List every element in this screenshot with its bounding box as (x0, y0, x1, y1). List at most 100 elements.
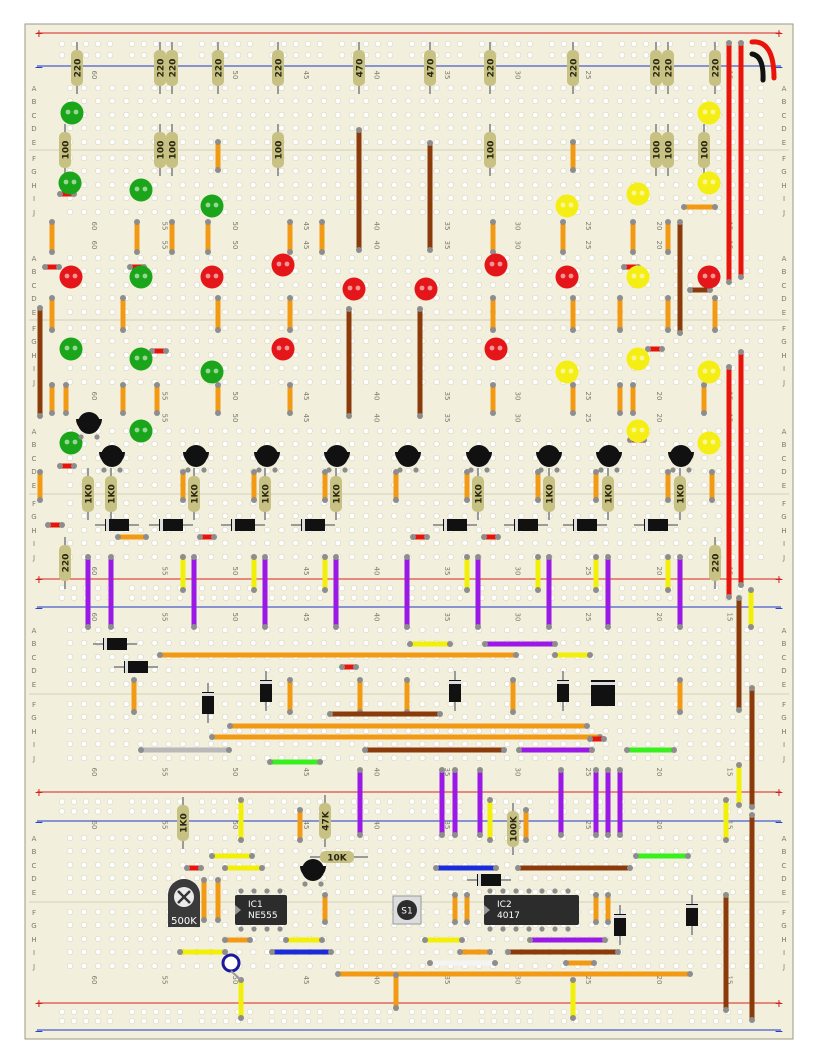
terminal-hole (151, 908, 158, 916)
terminal-hole (306, 467, 313, 475)
rail-hole (338, 52, 346, 59)
terminal-hole (193, 124, 200, 132)
terminal-hole (602, 539, 609, 547)
terminal-hole (588, 847, 595, 855)
led-pin (284, 345, 290, 351)
terminal-hole (348, 834, 356, 842)
terminal-hole (348, 553, 356, 561)
terminal-hole (630, 294, 638, 302)
terminal-hole (66, 639, 74, 647)
terminal-hole (348, 727, 356, 735)
rail-hole (420, 1017, 428, 1025)
wire-end (37, 413, 43, 419)
wire-end (749, 804, 755, 810)
rail-hole (514, 40, 522, 47)
terminal-hole (574, 378, 581, 386)
terminal-hole (673, 639, 680, 647)
terminal-hole (264, 154, 271, 162)
terminal-hole (729, 948, 736, 956)
terminal-hole (391, 324, 398, 332)
terminal-hole (377, 526, 384, 534)
terminal-hole (363, 639, 370, 647)
rail-hole (70, 40, 78, 47)
terminal-hole (151, 84, 158, 92)
terminal-hole (630, 553, 638, 561)
row-letter: B (32, 98, 37, 106)
terminal-hole (574, 254, 581, 262)
row-letter: A (782, 85, 787, 93)
terminal-hole (461, 626, 468, 634)
terminal-hole (193, 111, 200, 119)
terminal-hole (66, 713, 74, 721)
terminal-hole (588, 512, 595, 520)
orange-wire (180, 469, 186, 503)
terminal-hole (236, 124, 243, 132)
terminal-hole (95, 308, 102, 316)
diode (202, 683, 214, 723)
terminal-hole (447, 324, 454, 332)
terminal-hole (644, 861, 652, 869)
rail-hole (654, 1008, 662, 1016)
terminal-hole (461, 754, 468, 762)
terminal-hole (687, 208, 694, 216)
rail-hole (280, 1008, 288, 1016)
terminal-hole (80, 921, 88, 929)
terminal-hole (475, 427, 483, 435)
terminal-hole (461, 254, 468, 262)
resistor-label: 220 (487, 59, 497, 78)
wire-end (665, 219, 671, 225)
terminal-hole (222, 454, 229, 462)
terminal-hole (250, 337, 257, 345)
terminal-hole (123, 167, 130, 175)
wire-end (427, 960, 433, 966)
terminal-hole (334, 138, 342, 146)
wire-end (404, 554, 410, 560)
terminal-hole (715, 847, 722, 855)
wire-end (605, 892, 611, 898)
column-number: 30 (514, 613, 522, 622)
terminal-hole (405, 351, 412, 359)
terminal-hole (729, 962, 736, 970)
terminal-hole (588, 308, 595, 316)
terminal-hole (320, 138, 327, 146)
terminal-hole (363, 874, 370, 882)
rail-hole (246, 40, 254, 47)
terminal-hole (151, 97, 158, 105)
column-number: 50 (231, 613, 239, 622)
red-wire (57, 463, 77, 469)
orange-wire (617, 382, 623, 416)
wire-end (723, 1007, 729, 1013)
wire-end (49, 410, 55, 416)
terminal-hole (137, 512, 144, 520)
row-letter: E (32, 482, 36, 490)
led-body (129, 265, 153, 289)
terminal-hole (151, 267, 158, 275)
terminal-hole (377, 254, 384, 262)
terminal-hole (123, 124, 130, 132)
terminal-hole (659, 948, 666, 956)
rail-hole (106, 1017, 114, 1025)
rail-plus-label: + (775, 25, 783, 41)
row-letter: G (781, 714, 786, 722)
terminal-hole (715, 526, 722, 534)
terminal-hole (715, 467, 722, 475)
terminal-hole (433, 378, 440, 386)
orange-wire (209, 734, 603, 740)
terminal-hole (405, 267, 412, 275)
orange-wire (215, 139, 221, 173)
column-number: 20 (655, 222, 663, 231)
terminal-hole (292, 874, 299, 882)
terminal-hole (546, 834, 553, 842)
terminal-hole (644, 454, 652, 462)
terminal-hole (250, 700, 257, 708)
resistor-body (188, 476, 200, 512)
terminal-hole (546, 740, 553, 748)
led-pin (347, 285, 353, 291)
resistor: 1K0 (472, 468, 485, 520)
wire-end (452, 892, 458, 898)
rail-hole (70, 1017, 78, 1025)
terminal-hole (560, 888, 567, 896)
terminal-hole (433, 740, 440, 748)
terminal-hole (377, 364, 384, 372)
terminal-hole (518, 84, 525, 92)
